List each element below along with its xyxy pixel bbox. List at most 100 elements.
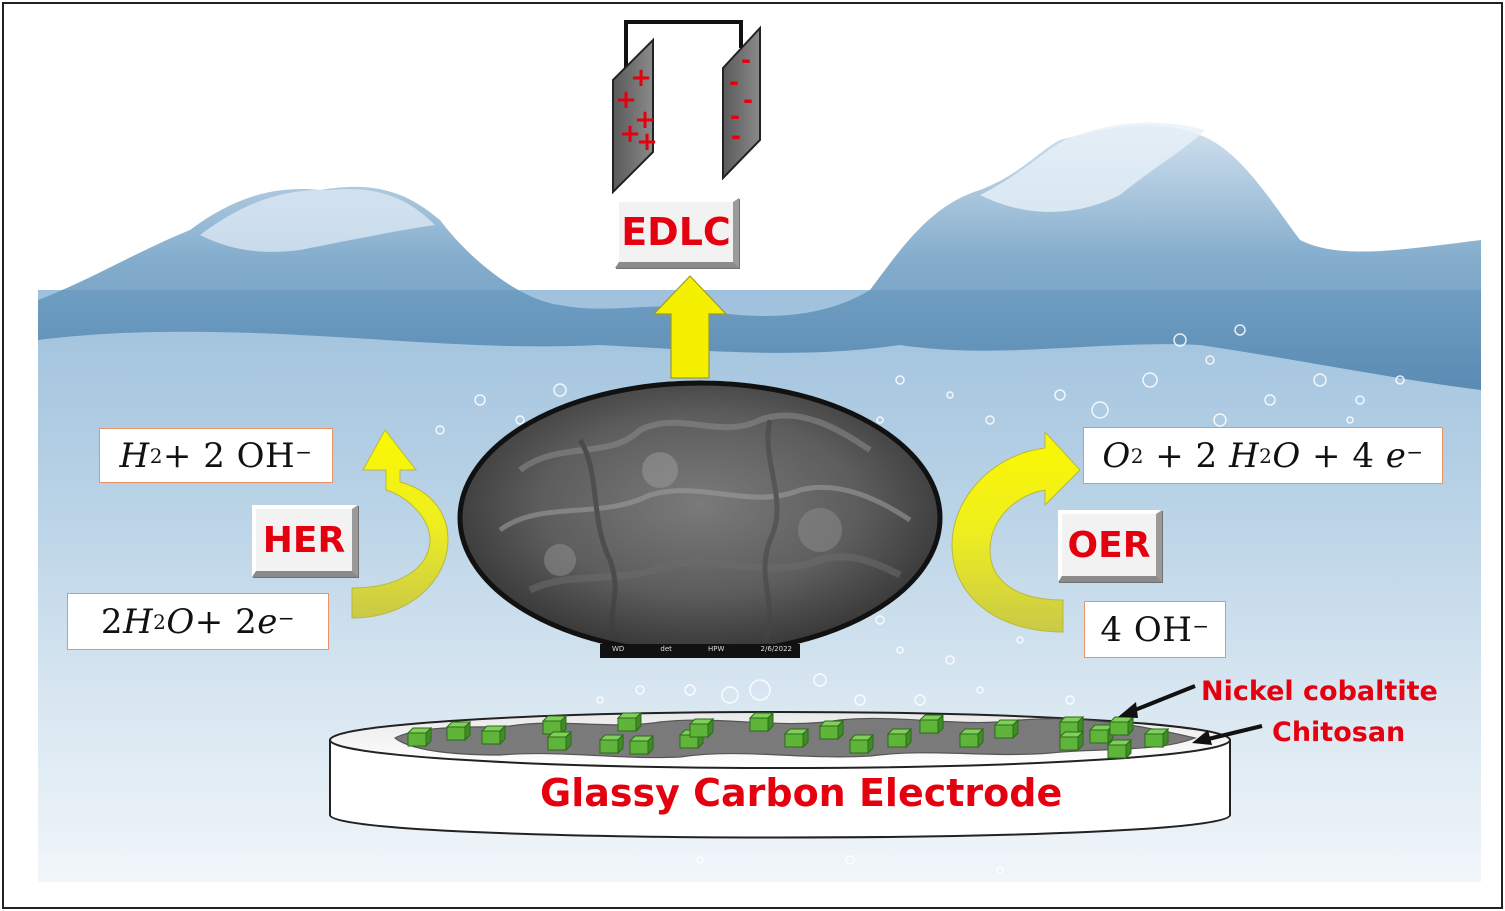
plus-sign: + — [619, 119, 641, 149]
her-reactant-rest: + 2 — [194, 601, 258, 642]
sem-info-det: det — [660, 645, 672, 653]
her-tag-label: HER — [262, 519, 346, 561]
nickel-cobaltite-cube — [541, 714, 568, 736]
her-product-sub: 2 — [149, 443, 163, 468]
her-reactant-charge: − — [277, 605, 296, 630]
wave-foam-left — [200, 189, 435, 252]
cube-face — [959, 733, 979, 748]
her-reactant-species: H — [123, 601, 154, 642]
nickel-cobaltite-cube — [783, 727, 810, 749]
cube-side — [1127, 715, 1134, 737]
cube-face — [1059, 736, 1079, 751]
bubble — [876, 416, 884, 424]
sem-info-text: WD det HPW 2/6/2022 — [612, 645, 792, 653]
her-product-charge: − — [295, 439, 313, 464]
bubble — [985, 415, 995, 425]
cube-side — [635, 711, 642, 733]
edlc-tag-label: EDLC — [621, 210, 731, 254]
nickel-cobaltite-cube — [1143, 727, 1170, 749]
nickel-cobaltite-cube — [616, 711, 643, 733]
her-reactant-species2: O — [166, 601, 195, 642]
bubble — [914, 694, 926, 706]
oer-reactant-charge: − — [1192, 613, 1210, 638]
bubble — [1313, 373, 1327, 387]
bubble — [1054, 389, 1066, 401]
bubble — [976, 686, 984, 694]
cube-face — [1107, 744, 1127, 759]
cube-side — [617, 733, 624, 755]
bubble — [684, 684, 696, 696]
cube-side — [937, 713, 944, 735]
bubbles — [435, 324, 1405, 874]
her-product-rest: + 2 OH — [162, 435, 296, 476]
cube-face — [689, 723, 709, 738]
bubble — [1346, 416, 1354, 424]
nickel-cobaltite-cube — [848, 733, 875, 755]
cube-face — [749, 717, 769, 732]
cube-face — [919, 719, 939, 734]
cube-face — [819, 725, 839, 740]
callout-arrowhead-chitosan — [1192, 730, 1212, 745]
oer-tag: OER — [1058, 510, 1162, 582]
electrode-label: Glassy Carbon Electrode — [540, 771, 1063, 815]
nickel-cobaltite-cube — [546, 730, 573, 752]
capacitor-plate-negative — [722, 25, 761, 181]
bubble — [1065, 695, 1075, 705]
minus-sign: - — [729, 68, 739, 96]
nickel-cobaltite-cube — [445, 720, 472, 742]
bubble — [553, 383, 567, 397]
cube-side — [565, 730, 572, 752]
nickel-cobaltite-cube — [886, 727, 913, 749]
plus-sign: + — [636, 127, 658, 157]
bubble — [1213, 413, 1227, 427]
cube-side — [1125, 738, 1132, 760]
positive-charges: +++++ — [615, 63, 658, 157]
oer-product-e: e — [1385, 435, 1407, 476]
her-tag: HER — [252, 505, 358, 577]
nickel-cobaltite-cube — [480, 724, 507, 746]
cube-side — [1162, 727, 1169, 749]
sem-info-wd: WD — [612, 645, 625, 653]
nickel-cobaltite-cube — [1106, 738, 1133, 760]
nickel-cobaltite-callout: Nickel cobaltite — [1201, 676, 1438, 707]
nickel-cobaltite-cube — [628, 734, 655, 756]
nickel-cobaltite-cube — [918, 713, 945, 735]
bubble — [749, 679, 771, 701]
her-reactant-sub: 2 — [153, 609, 167, 634]
oer-product-rest: + 4 — [1300, 435, 1386, 476]
callout-arrowhead-nickel — [1118, 702, 1138, 718]
nickel-cobaltite-cube — [993, 718, 1020, 740]
cube-face — [1109, 721, 1129, 736]
bubble — [1205, 355, 1215, 365]
cube-side — [1077, 730, 1084, 752]
cube-face — [994, 724, 1014, 739]
bubble — [1355, 395, 1365, 405]
cube-side — [977, 727, 984, 749]
nickel-cobaltite-cube — [958, 727, 985, 749]
bubble — [895, 375, 905, 385]
negative-charges: ----- — [729, 46, 753, 150]
nickel-cobaltite-cube — [688, 717, 715, 739]
cube-side — [464, 720, 471, 742]
minus-sign: - — [731, 122, 741, 150]
oer-arrow — [951, 430, 1081, 633]
oer-product-species: O — [1102, 435, 1131, 476]
chitosan-callout: Chitosan — [1272, 717, 1406, 748]
minus-sign: - — [741, 46, 751, 74]
cube-face — [629, 740, 649, 755]
cube-side — [837, 719, 844, 741]
oer-product-sub2: 2 — [1259, 443, 1273, 468]
edlc-arrow — [652, 275, 728, 379]
nickel-cobaltite-cube — [818, 719, 845, 741]
capacitor-wire — [624, 20, 743, 68]
bubble — [1142, 372, 1158, 388]
oer-reactant-label: 4 OH− — [1084, 601, 1226, 658]
minus-sign: - — [730, 102, 740, 130]
nickel-cobaltite-cube — [406, 726, 433, 748]
nickel-cobaltite-cube — [748, 711, 775, 733]
oer-product-species2: H — [1228, 435, 1260, 476]
bubble — [1234, 324, 1246, 336]
